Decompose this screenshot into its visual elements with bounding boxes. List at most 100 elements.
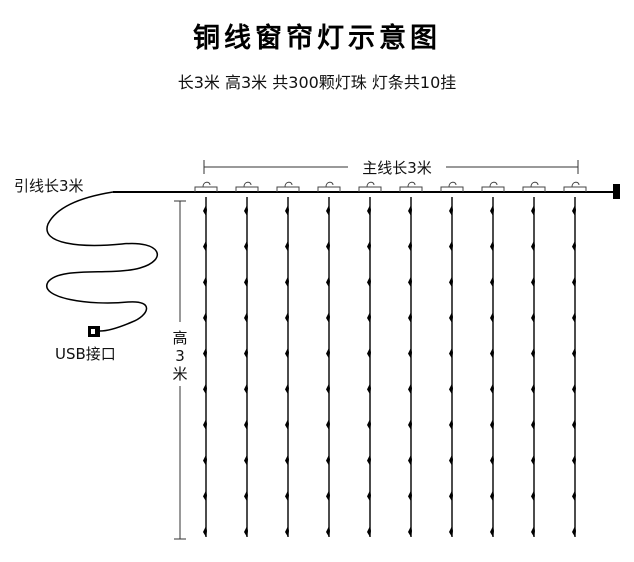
led-bead	[285, 490, 289, 502]
led-bead	[244, 454, 248, 466]
led-bead	[244, 419, 248, 430]
led-bead	[490, 276, 494, 288]
led-bead	[367, 240, 371, 252]
led-bead	[408, 454, 412, 466]
led-bead	[326, 276, 330, 288]
led-bead	[531, 419, 535, 430]
led-bead	[490, 490, 494, 502]
led-bead	[531, 526, 535, 537]
led-bead	[326, 526, 330, 537]
led-bead	[285, 240, 289, 252]
hook-icon	[522, 181, 546, 192]
led-bead	[326, 454, 330, 466]
led-bead	[531, 312, 535, 323]
height-label-char-2: 3	[175, 347, 185, 365]
light-strand	[399, 181, 423, 537]
led-bead	[203, 490, 207, 502]
led-bead	[285, 347, 289, 359]
led-bead	[203, 419, 207, 430]
hook-icon	[194, 181, 218, 192]
height-dimension: 高 3 米	[172, 200, 188, 540]
led-bead	[449, 490, 453, 502]
light-strand	[563, 181, 587, 537]
light-strand	[235, 181, 259, 537]
hook-icon	[563, 181, 587, 192]
led-bead	[572, 347, 576, 359]
diagram-title: 铜线窗帘灯示意图	[193, 23, 441, 54]
hook-icon	[481, 181, 505, 192]
led-bead	[367, 276, 371, 288]
led-bead	[244, 526, 248, 537]
light-strand	[440, 181, 464, 537]
led-bead	[285, 276, 289, 288]
led-bead	[367, 490, 371, 502]
led-bead	[408, 383, 412, 395]
led-bead	[408, 205, 412, 216]
led-bead	[531, 383, 535, 395]
led-bead	[367, 312, 371, 323]
hook-icon	[235, 181, 259, 192]
lead-wire-label: 引线长3米	[14, 177, 84, 195]
light-strand	[481, 181, 505, 537]
led-bead	[572, 454, 576, 466]
led-bead	[490, 312, 494, 323]
led-bead	[203, 383, 207, 395]
light-strand	[276, 181, 300, 537]
led-bead	[244, 383, 248, 395]
height-label-char-1: 高	[172, 329, 187, 347]
led-bead	[326, 205, 330, 216]
hook-icon	[276, 181, 300, 192]
led-bead	[203, 347, 207, 359]
led-bead	[449, 347, 453, 359]
main-wire-dimension: 主线长3米	[203, 159, 579, 177]
led-bead	[203, 240, 207, 252]
led-bead	[449, 205, 453, 216]
led-bead	[408, 240, 412, 252]
main-wire-label: 主线长3米	[362, 159, 432, 177]
lead-wire	[46, 191, 159, 332]
led-bead	[449, 526, 453, 537]
led-bead	[285, 419, 289, 430]
led-bead	[367, 205, 371, 216]
led-bead	[285, 383, 289, 395]
led-bead	[449, 276, 453, 288]
light-strand	[358, 181, 382, 537]
led-bead	[244, 240, 248, 252]
led-bead	[531, 276, 535, 288]
led-bead	[531, 205, 535, 216]
led-bead	[408, 490, 412, 502]
led-bead	[326, 312, 330, 323]
led-bead	[449, 383, 453, 395]
led-bead	[408, 419, 412, 430]
height-label-char-3: 米	[172, 365, 187, 383]
led-bead	[531, 240, 535, 252]
led-bead	[367, 526, 371, 537]
led-bead	[326, 240, 330, 252]
hook-icon	[440, 181, 464, 192]
led-bead	[326, 419, 330, 430]
led-bead	[367, 347, 371, 359]
led-bead	[531, 454, 535, 466]
light-strand	[522, 181, 546, 537]
led-bead	[408, 312, 412, 323]
led-bead	[490, 526, 494, 537]
led-bead	[490, 347, 494, 359]
led-bead	[572, 312, 576, 323]
led-bead	[572, 205, 576, 216]
light-strand	[317, 181, 341, 537]
led-bead	[203, 276, 207, 288]
led-bead	[490, 383, 494, 395]
led-bead	[449, 312, 453, 323]
led-bead	[203, 454, 207, 466]
led-bead	[531, 490, 535, 502]
led-bead	[326, 383, 330, 395]
led-bead	[572, 383, 576, 395]
led-bead	[285, 526, 289, 537]
led-bead	[531, 347, 535, 359]
led-bead	[408, 526, 412, 537]
led-bead	[244, 490, 248, 502]
led-bead	[490, 454, 494, 466]
led-bead	[326, 490, 330, 502]
led-bead	[203, 526, 207, 537]
led-bead	[572, 526, 576, 537]
